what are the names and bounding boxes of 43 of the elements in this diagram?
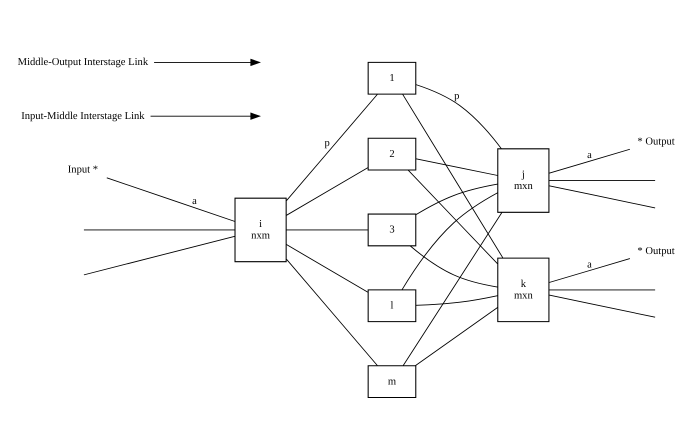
- arrow: [154, 58, 261, 66]
- connector: [286, 166, 368, 216]
- connector: [402, 93, 504, 258]
- connector: [408, 169, 498, 264]
- connector: [410, 244, 498, 287]
- edge-label: a: [587, 150, 592, 161]
- connector: [286, 229, 368, 230]
- connector: [106, 176, 236, 222]
- node-box: 3: [368, 213, 416, 246]
- connector: [286, 244, 368, 292]
- node-text: * Output: [637, 136, 675, 147]
- node-text: Input-Middle Interstage Link: [21, 110, 145, 122]
- connector: [415, 306, 498, 366]
- connector: [548, 258, 630, 282]
- connector: [416, 183, 498, 215]
- node-box: l: [368, 288, 416, 322]
- connector: [286, 93, 378, 201]
- node-box: j mxn: [497, 148, 550, 212]
- node-text: Middle-Output Interstage Link: [18, 56, 148, 68]
- edge-label: p: [454, 90, 460, 102]
- connector: [548, 294, 656, 318]
- edge-label: a: [192, 196, 197, 207]
- edge-label: p: [324, 137, 330, 148]
- node-box: 1: [368, 61, 416, 94]
- arrow: [150, 112, 261, 120]
- connector: [286, 258, 378, 366]
- edge-label: a: [587, 259, 592, 270]
- node-box: m: [368, 364, 416, 398]
- node-box: i nxm: [234, 197, 287, 262]
- connector: [402, 211, 502, 366]
- connector: [548, 184, 656, 208]
- connector: [548, 288, 656, 290]
- connector: [402, 192, 498, 290]
- connector: [416, 158, 498, 176]
- connector: [416, 84, 502, 149]
- connector: [83, 235, 236, 275]
- connector: [83, 229, 236, 230]
- connector: [548, 148, 630, 174]
- connector: [415, 294, 498, 306]
- node-box: k mxn: [497, 257, 550, 322]
- node-box: 2: [368, 137, 416, 170]
- node-text: * Output: [637, 245, 675, 256]
- node-text: Input *: [68, 164, 98, 176]
